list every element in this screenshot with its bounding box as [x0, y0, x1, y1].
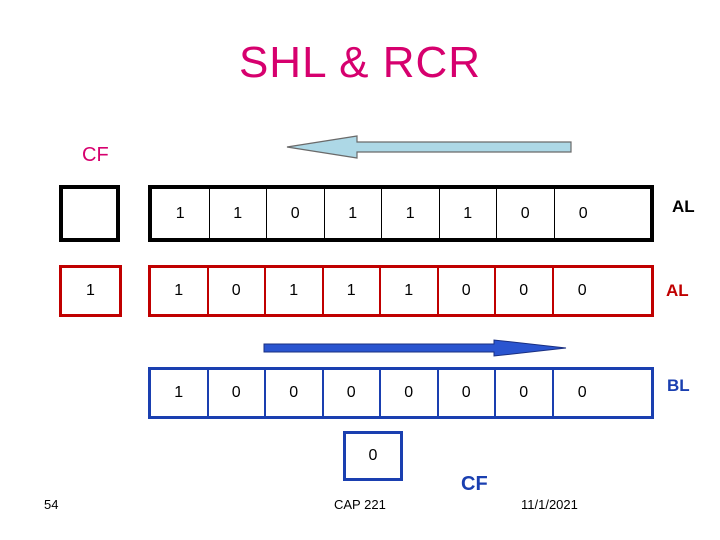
result-carry-flag-box: 1: [59, 265, 122, 317]
bit-cell: 1: [151, 370, 209, 416]
register-label-al-result: AL: [666, 281, 689, 300]
left-arrow-icon: [286, 135, 572, 159]
bit-cell: 1: [325, 189, 382, 238]
bit-cell: 1: [266, 268, 324, 314]
bit-cell: 1: [152, 189, 210, 238]
shl-register-al: 1 1 0 1 1 1 0 0: [148, 185, 654, 242]
bit-cell: 1: [381, 268, 439, 314]
bit-cell: 1: [440, 189, 497, 238]
bit-cell: 0: [266, 370, 324, 416]
rcr-register-bl: 1 0 0 0 0 0 0 0: [148, 367, 654, 419]
shl-carry-flag-box: [59, 185, 120, 242]
bit-cell: 0: [381, 370, 439, 416]
result-register-al: 1 0 1 1 1 0 0 0: [148, 265, 654, 317]
bit-cell: 0: [578, 204, 588, 222]
bit-cell: 1: [324, 268, 381, 314]
bit-cell: 0: [439, 370, 496, 416]
bottom-carry-flag-label: CF: [461, 473, 488, 495]
bit-cell: 0: [439, 268, 496, 314]
footer-course: CAP 221: [334, 497, 386, 512]
register-label-bl: BL: [667, 376, 690, 395]
bit-cell: 0: [267, 189, 325, 238]
bit-cell: 0: [209, 370, 266, 416]
footer-date: 11/1/2021: [521, 497, 578, 512]
slide-title: SHL & RCR: [238, 38, 482, 87]
bit-cell: 1: [382, 189, 440, 238]
bit-cell: 0: [496, 268, 554, 314]
slide-number: 54: [44, 497, 59, 512]
bit-cell: 0: [209, 268, 266, 314]
bit-cell: 1: [151, 268, 209, 314]
bit-cell: 0: [577, 282, 587, 299]
bit-cell: 0: [577, 384, 587, 401]
bit-cell: 0: [324, 370, 381, 416]
bit-cell: 1: [210, 189, 267, 238]
bit-cell: 0: [496, 370, 554, 416]
right-arrow-icon: [263, 339, 567, 357]
top-carry-flag-label: CF: [82, 144, 109, 166]
register-label-al: AL: [672, 197, 695, 216]
rcr-carry-flag-box: 0: [343, 431, 403, 481]
bit-cell: 0: [497, 189, 555, 238]
